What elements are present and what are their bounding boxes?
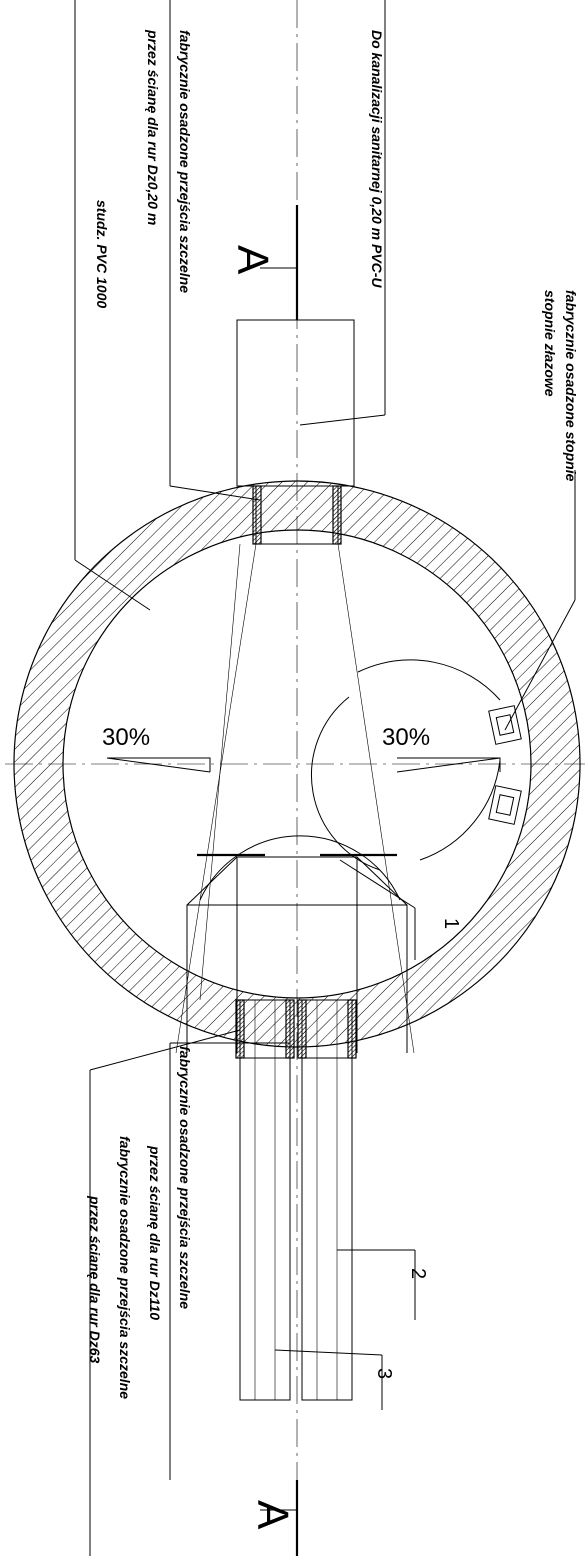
label-marker-3: 3 (373, 1368, 395, 1379)
label-marker-2: 2 (407, 1268, 429, 1279)
access-step-upper (488, 705, 522, 745)
flow-funnel-lines (175, 543, 415, 1054)
label-seal-dz110-1: fabrycznie osadzone przejścia szczelne (177, 1046, 193, 1309)
section-marker-bottom (260, 1480, 299, 1556)
label-seal-dz63-2: przez ścianę dla rur Dz63 (87, 1195, 103, 1364)
label-marker-1: 1 (440, 918, 462, 929)
label-section-bottom: A (248, 1500, 297, 1530)
label-steps-2: stopnie złazowe (542, 290, 558, 397)
channel-arc-inner (310, 696, 381, 871)
steps-leader (504, 599, 576, 731)
channel-arc-right (419, 759, 501, 861)
access-step-lower (488, 785, 522, 825)
label-section-top: A (228, 245, 277, 275)
inlet-chamber (186, 835, 408, 1053)
label-outlet-pipe: Do kanalizacji sanitarnej 0,20 m PVC-U (369, 30, 385, 288)
label-seal-dz63-1: fabrycznie osadzone przejścia szczelne (117, 1136, 133, 1399)
label-steps-1: fabrycznie osadzone stopnie (563, 290, 579, 482)
slope-indicator-left (106, 757, 211, 773)
label-slope-right: 30% (382, 724, 430, 751)
label-seal-dz110-2: przez ścianę dla rur Dz110 (147, 1145, 163, 1320)
channel-arc-outer (357, 659, 501, 701)
slope-indicator-right (396, 757, 501, 773)
leader-marker-1 (339, 859, 416, 909)
label-manhole: studz. PVC 1000 (94, 200, 110, 308)
label-seal-outlet-1: fabrycznie osadzone przejścia szczelne (177, 30, 193, 293)
leader-marker-3 (274, 1349, 383, 1356)
inlet-pipe-dz63 (235, 999, 295, 1401)
section-marker-top (260, 205, 299, 320)
outlet-pipe (236, 319, 355, 545)
inlet-pipe-dz110 (297, 999, 357, 1401)
label-slope-left: 30% (102, 724, 150, 751)
label-seal-outlet-2: przez ścianę dla rur Dz0,20 m (145, 29, 161, 225)
leader-dz63-seal (89, 1029, 241, 1071)
